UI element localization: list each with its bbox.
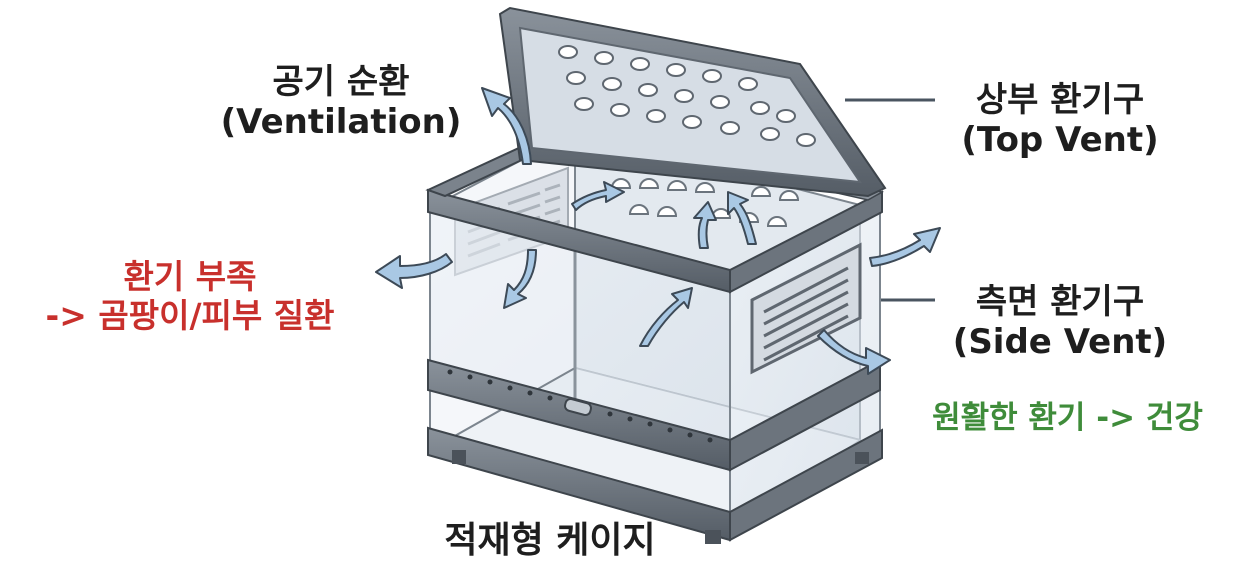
vent-hole-icon [638,83,658,97]
poor-ventilation-warning: 환기 부족 -> 곰팡이/피부 질환 [0,257,380,336]
vent-hole-icon [594,51,614,65]
vent-hole-icon [630,57,650,71]
vent-hole-icon [778,190,800,201]
vent-hole-icon [766,216,788,227]
airflow-arrow-icon [869,227,941,267]
vent-hole-icon [666,180,688,191]
side-vent-label: 측면 환기구 (Side Vent) [920,282,1200,362]
airflow-arrow-icon [817,329,891,375]
ventilation-label-korean: 공기 순환 [272,62,410,102]
back-wall-vent-holes [610,178,800,227]
vent-hole-icon [738,77,758,91]
vent-hole-icon [666,63,686,77]
airflow-arrow-icon [693,201,717,249]
vent-hole-icon [628,204,650,215]
right-side-vent-panel [750,242,862,375]
diagram-title: 적재형 케이지 [360,520,740,562]
vent-hole-icon [694,182,716,193]
ventilation-label-english: (Ventilation) [220,102,462,143]
vent-hole-icon [638,178,660,189]
vent-slot-icon [763,290,849,338]
vent-hole-icon [558,45,578,59]
right-door-rail [729,358,881,472]
top-vent-lid [498,6,887,198]
diagram-title-text: 적재형 케이지 [444,520,656,561]
vent-hole-icon [720,121,740,135]
airflow-arrow-icon [375,253,453,289]
airflow-arrows [375,87,941,375]
cage-base [427,426,883,544]
vent-slot-icon [763,266,849,314]
side-vent-label-english: (Side Vent) [952,322,1168,363]
vent-slot-icon [763,302,849,350]
vent-hole-icon [656,206,678,217]
top-vent-label-korean: 상부 환기구 [975,80,1145,120]
vent-hole-icon [760,127,780,141]
vent-hole-icon [566,71,586,85]
good-ventilation-text: 원활한 환기 -> 건강 [932,400,1203,436]
airflow-arrow-icon [571,181,625,211]
vent-slot-icon [763,314,849,362]
vent-hole-icon [776,109,796,123]
ventilation-label: 공기 순환 (Ventilation) [196,62,486,142]
airflow-arrow-icon [639,287,693,347]
vent-hole-icon [646,109,666,123]
vent-hole-icon [796,133,816,147]
good-ventilation-note: 원활한 환기 -> 건강 [895,400,1240,437]
top-vent-label: 상부 환기구 (Top Vent) [920,80,1200,160]
vent-hole-icon [610,103,630,117]
vent-hole-icon [602,77,622,91]
airflow-arrow-icon [727,191,757,245]
side-vent-label-korean: 측면 환기구 [975,282,1145,322]
vent-hole-icon [750,101,770,115]
top-vent-label-english: (Top Vent) [961,120,1159,161]
vent-hole-icon [710,95,730,109]
vent-hole-icon [674,89,694,103]
vent-hole-icon [750,186,772,197]
airflow-arrow-icon [503,249,537,309]
airflow-arrow-icon [481,87,532,165]
vent-slot-icon [763,278,849,326]
vent-hole-icon [702,69,722,83]
vent-hole-icon [610,178,632,189]
poor-ventilation-line2: -> 곰팡이/피부 질환 [45,295,335,335]
vent-hole-icon [682,115,702,129]
poor-ventilation-line1: 환기 부족 [123,257,257,296]
vent-hole-icon [574,97,594,111]
